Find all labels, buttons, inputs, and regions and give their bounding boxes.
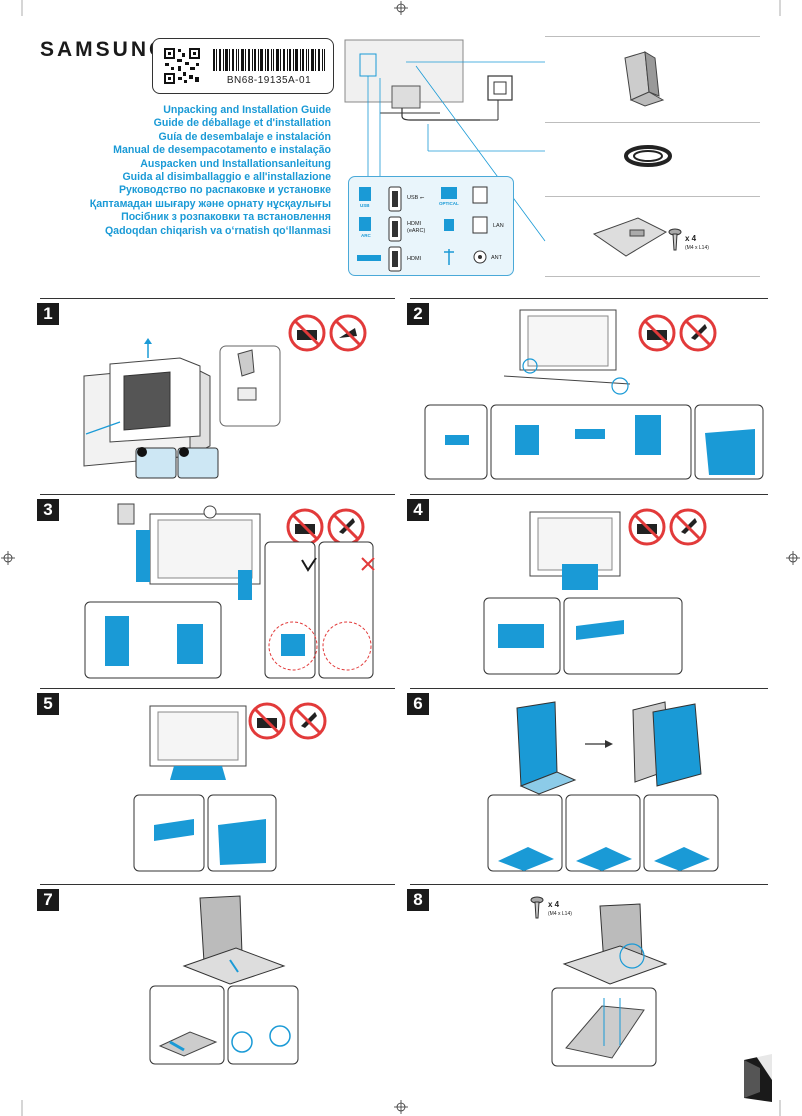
step6-rule (410, 688, 768, 689)
usb-label: USB ⭠ (407, 195, 425, 201)
barcode-icon (213, 49, 325, 71)
no-press-icon (289, 702, 327, 740)
step4-rule (410, 494, 768, 495)
title-en: Unpacking and Installation Guide (163, 104, 331, 116)
step7-subpanels (149, 985, 300, 1066)
brand-logo: SAMSUNG (40, 38, 169, 61)
step8-stand-illustration (562, 903, 668, 985)
step7-assemble-illustration (182, 895, 286, 985)
components-divider-4 (545, 276, 760, 277)
registration-mark-left (1, 551, 15, 565)
step5-subpanels (133, 794, 278, 873)
qr-code-icon (163, 47, 201, 85)
part-number: BN68-19135A-01 (226, 75, 312, 86)
title-uk: Посібник з розпаковки та встановлення (121, 211, 331, 224)
step2-remove-illustration (503, 309, 631, 395)
no-knife-icon (288, 314, 326, 352)
incorrect-cross-icon (361, 557, 375, 571)
components-divider-1 (545, 36, 760, 37)
step1-rule (40, 298, 395, 299)
step-5-number: 5 (37, 693, 59, 715)
correct-checkmark-icon (301, 557, 317, 572)
step-3-number: 3 (37, 499, 59, 521)
title-pt: Manual de desempacotamento e instalação (113, 144, 331, 157)
step3-subpanels (84, 541, 375, 680)
step3-lift-illustration (117, 503, 261, 600)
hdmi-earc-sub: (eARC) (407, 228, 426, 234)
ant-label: ANT (491, 255, 502, 261)
no-press-icon (329, 314, 367, 352)
screw-icon (668, 228, 682, 251)
tv-rear-illustration (344, 39, 546, 242)
no-knife-icon (286, 508, 324, 546)
step-6-number: 6 (407, 693, 429, 715)
stand-neck-icon (624, 51, 665, 107)
power-cable-icon (624, 145, 672, 167)
step-7-number: 7 (37, 889, 59, 911)
step-1-number: 1 (37, 303, 59, 325)
step6-stand-illustration (516, 701, 702, 795)
screw-quantity: x 4 (685, 234, 697, 243)
no-knife-icon (248, 702, 286, 740)
step4-subpanels (483, 597, 684, 676)
title-de: Auspacken und Installationsanleitung (140, 157, 331, 170)
step8-screw-spec: (M4 x L14) (548, 911, 572, 917)
connection-ports-panel: USB ARC OPTICAL USB ⭠ HDMI (eARC) HDMI L… (348, 176, 514, 276)
usb-caption: USB (360, 203, 370, 208)
step7-rule (40, 884, 395, 885)
step3-rule (40, 494, 395, 495)
registration-mark-bottom (394, 1100, 408, 1114)
page-turn-icon (744, 1052, 776, 1102)
screw-spec: (M4 x L14) (685, 245, 709, 251)
registration-mark-right (786, 551, 800, 565)
no-press-icon (669, 508, 707, 546)
step8-rule (410, 884, 768, 885)
product-label: BN68-19135A-01 (152, 38, 334, 94)
title-kk: Қаптамадан шығару және орнату нұсқаулығы (89, 197, 331, 210)
step-2-number: 2 (407, 303, 429, 325)
step4-remove-illustration (529, 511, 621, 590)
no-knife-icon (628, 508, 666, 546)
components-divider-2 (545, 122, 760, 123)
screw-icon (530, 896, 544, 919)
step8-screw-quantity: x 4 (548, 900, 560, 909)
step5-remove-illustration (149, 705, 247, 780)
title-it: Guida al disimballaggio e all'installazi… (122, 171, 331, 184)
step6-subpanels (487, 794, 719, 873)
guide-titles: Unpacking and Installation Guide Guide d… (60, 104, 331, 238)
title-uz: Qadoqdan chiqarish va oʻrnatish qoʻllanm… (104, 224, 331, 237)
title-es: Guía de desembalaje e instalación (158, 130, 331, 143)
title-ru: Руководство по распаковке и установке (118, 184, 331, 197)
title-fr: Guide de déballage et d'installation (153, 117, 331, 130)
hdmi-earc-label: HDMI (407, 221, 422, 227)
step8-detail-panel (551, 987, 658, 1068)
stand-base-icon (592, 217, 668, 257)
step2-subpanels (424, 404, 765, 481)
step2-rule (410, 298, 768, 299)
no-press-icon (679, 314, 717, 352)
no-knife-icon (638, 314, 676, 352)
step-4-number: 4 (407, 499, 429, 521)
hdmi-label: HDMI (407, 256, 422, 262)
arc-caption: ARC (361, 233, 371, 238)
components-divider-3 (545, 196, 760, 197)
step1-unbox-illustration (83, 338, 281, 479)
lan-label: LAN (493, 223, 504, 229)
step5-rule (40, 688, 395, 689)
registration-mark-top (394, 1, 408, 15)
step-8-number: 8 (407, 889, 429, 911)
no-press-icon (327, 508, 365, 546)
optical-caption: OPTICAL (439, 201, 459, 206)
